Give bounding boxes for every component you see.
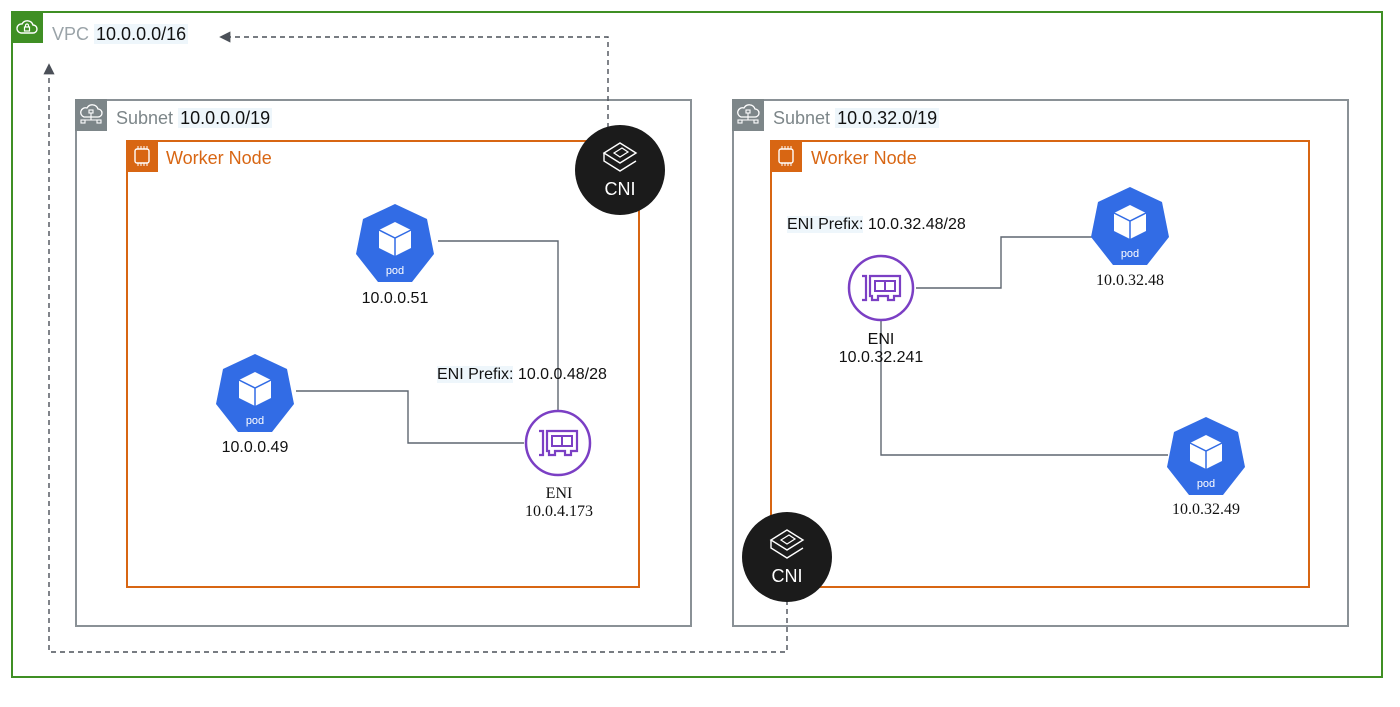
eni-title: ENI bbox=[867, 331, 895, 348]
worker-node-badge-1 bbox=[126, 140, 158, 172]
eni-node-2[interactable] bbox=[847, 254, 915, 327]
cni-layers-icon bbox=[602, 141, 638, 172]
subnet-kind: Subnet bbox=[773, 108, 831, 128]
worker-node-label-2: Worker Node bbox=[811, 148, 917, 168]
eni-ip: 10.0.32.241 bbox=[838, 349, 924, 366]
subnet-kind: Subnet bbox=[116, 108, 174, 128]
cni-plugin-2[interactable]: CNI bbox=[742, 512, 832, 602]
eni-prefix-key: ENI Prefix: bbox=[437, 366, 514, 383]
eni-prefix-value: 10.0.32.48/28 bbox=[867, 216, 966, 233]
cloud-lock-icon bbox=[16, 20, 38, 34]
pod-text: pod bbox=[1121, 248, 1139, 260]
vpc-badge bbox=[11, 11, 43, 43]
eni-label-1: ENI 10.0.4.173 bbox=[509, 485, 609, 521]
pod-ip-1a: 10.0.0.51 bbox=[361, 290, 429, 307]
pod-ip-2a: 10.0.32.48 bbox=[1096, 272, 1164, 289]
cni-plugin-1[interactable]: CNI bbox=[575, 125, 665, 215]
pod-node-2a[interactable]: pod bbox=[1090, 185, 1170, 276]
pod-icon: pod bbox=[1167, 417, 1245, 495]
vpc-group bbox=[11, 11, 1383, 678]
cni-label: CNI bbox=[604, 178, 636, 199]
pod-to-eni-link-1a bbox=[438, 240, 559, 410]
network-interface-icon bbox=[524, 409, 592, 477]
subnet-badge-2 bbox=[732, 99, 764, 131]
chip-icon bbox=[134, 146, 150, 166]
pod-icon: pod bbox=[1091, 187, 1169, 265]
cni-to-vpc-line-2 bbox=[43, 63, 788, 653]
eni-prefix-value: 10.0.0.48/28 bbox=[517, 366, 607, 383]
pod-icon: pod bbox=[216, 354, 294, 432]
vpc-cidr: 10.0.0.0/16 bbox=[94, 24, 189, 44]
eni-title: ENI bbox=[545, 485, 573, 502]
worker-node-label-1: Worker Node bbox=[166, 148, 272, 168]
subnet-cloud-icon bbox=[80, 104, 103, 124]
cni-label: CNI bbox=[771, 565, 803, 586]
vpc-kind: VPC bbox=[52, 24, 90, 44]
worker-node-group-1 bbox=[126, 140, 640, 588]
vpc-label: VPC 10.0.0.0/16 bbox=[52, 24, 189, 45]
subnet-group-1 bbox=[75, 99, 692, 627]
eni-node-1[interactable] bbox=[524, 409, 592, 482]
pod-text: pod bbox=[1197, 478, 1215, 490]
pod-node-1b[interactable]: pod bbox=[215, 352, 295, 443]
pod-to-eni-link-2b bbox=[880, 320, 1168, 456]
subnet-cidr: 10.0.0.0/19 bbox=[178, 108, 273, 128]
pod-ip-2b: 10.0.32.49 bbox=[1172, 501, 1240, 518]
worker-node-group-2 bbox=[770, 140, 1310, 588]
subnet-cloud-icon bbox=[737, 104, 760, 124]
subnet-label-2: Subnet 10.0.32.0/19 bbox=[773, 108, 940, 129]
pod-text: pod bbox=[386, 265, 404, 277]
pod-node-1a[interactable]: pod bbox=[355, 202, 435, 293]
subnet-group-2 bbox=[732, 99, 1349, 627]
eni-ip: 10.0.4.173 bbox=[525, 503, 593, 520]
eni-prefix-2: ENI Prefix: 10.0.32.48/28 bbox=[787, 216, 966, 234]
network-interface-icon bbox=[847, 254, 915, 322]
eni-prefix-key: ENI Prefix: bbox=[787, 216, 864, 233]
cni-layers-icon bbox=[769, 528, 805, 559]
pod-to-eni-link-2a bbox=[916, 236, 1092, 289]
pod-ip-1b: 10.0.0.49 bbox=[221, 439, 289, 456]
chip-icon bbox=[778, 146, 794, 166]
cni-to-vpc-line-1 bbox=[219, 31, 609, 128]
pod-icon: pod bbox=[356, 204, 434, 282]
subnet-cidr: 10.0.32.0/19 bbox=[835, 108, 940, 128]
pod-text: pod bbox=[246, 415, 264, 427]
worker-node-badge-2 bbox=[770, 140, 802, 172]
subnet-badge-1 bbox=[75, 99, 107, 131]
eni-prefix-1: ENI Prefix: 10.0.0.48/28 bbox=[437, 366, 607, 384]
pod-node-2b[interactable]: pod bbox=[1166, 415, 1246, 506]
eni-label-2: ENI 10.0.32.241 bbox=[831, 331, 931, 367]
pod-to-eni-link-1b bbox=[296, 390, 524, 444]
subnet-label-1: Subnet 10.0.0.0/19 bbox=[116, 108, 273, 129]
